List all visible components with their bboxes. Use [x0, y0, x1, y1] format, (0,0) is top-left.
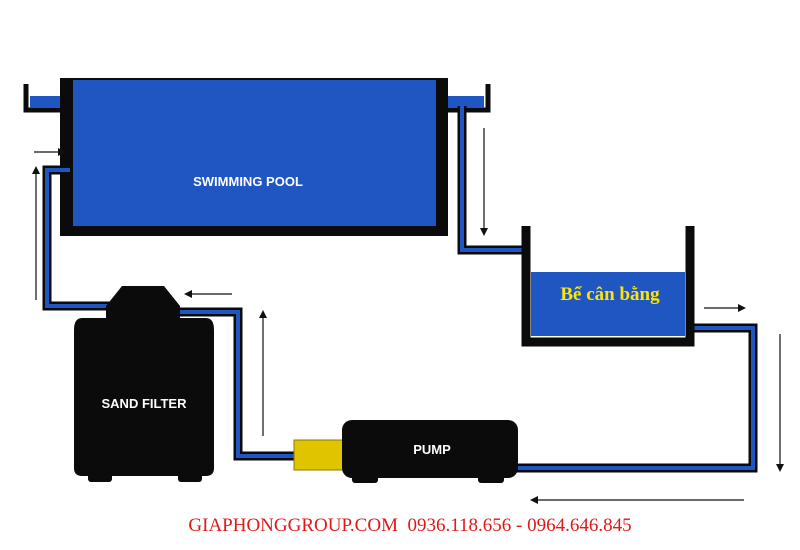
footer-contact: GIAPHONGGROUP.COM 0936.118.656 - 0964.64…: [188, 515, 631, 536]
sand-filter-body: [74, 286, 214, 476]
pump-body: [342, 420, 518, 478]
pump-fitting: [293, 439, 347, 471]
pump-label: PUMP: [413, 442, 451, 457]
balance-tank-wall: [521, 226, 695, 347]
balance-tank-water: [531, 272, 685, 336]
flow-arrows: [32, 128, 784, 504]
arrow-into-filter: [184, 290, 232, 298]
sand-filter-foot-left: [88, 472, 112, 482]
pump-foot-left: [352, 474, 378, 483]
arrow-down-return: [776, 334, 784, 472]
sand-filter-label: SAND FILTER: [102, 396, 188, 411]
arrow-back-to-pump: [530, 496, 744, 504]
balance-tank-label: Bể cân bằng: [560, 284, 660, 305]
swimming-pool: SWIMMING POOL: [23, 78, 491, 236]
pipes: [42, 106, 758, 473]
sand-filter-foot-right: [178, 472, 202, 482]
arrow-into-pool: [34, 148, 66, 156]
sand-filter: SAND FILTER: [74, 286, 214, 482]
arrow-up-to-filter: [259, 310, 267, 436]
pump: PUMP: [293, 420, 518, 483]
arrow-down-from-pool: [480, 128, 488, 236]
balance-tank: Bể cân bằng: [521, 226, 695, 347]
pool-water: [73, 80, 436, 226]
pool-label: SWIMMING POOL: [193, 174, 303, 189]
arrow-up-to-pool: [32, 166, 40, 300]
arrow-out-of-tank: [704, 304, 746, 312]
pump-foot-right: [478, 474, 504, 483]
